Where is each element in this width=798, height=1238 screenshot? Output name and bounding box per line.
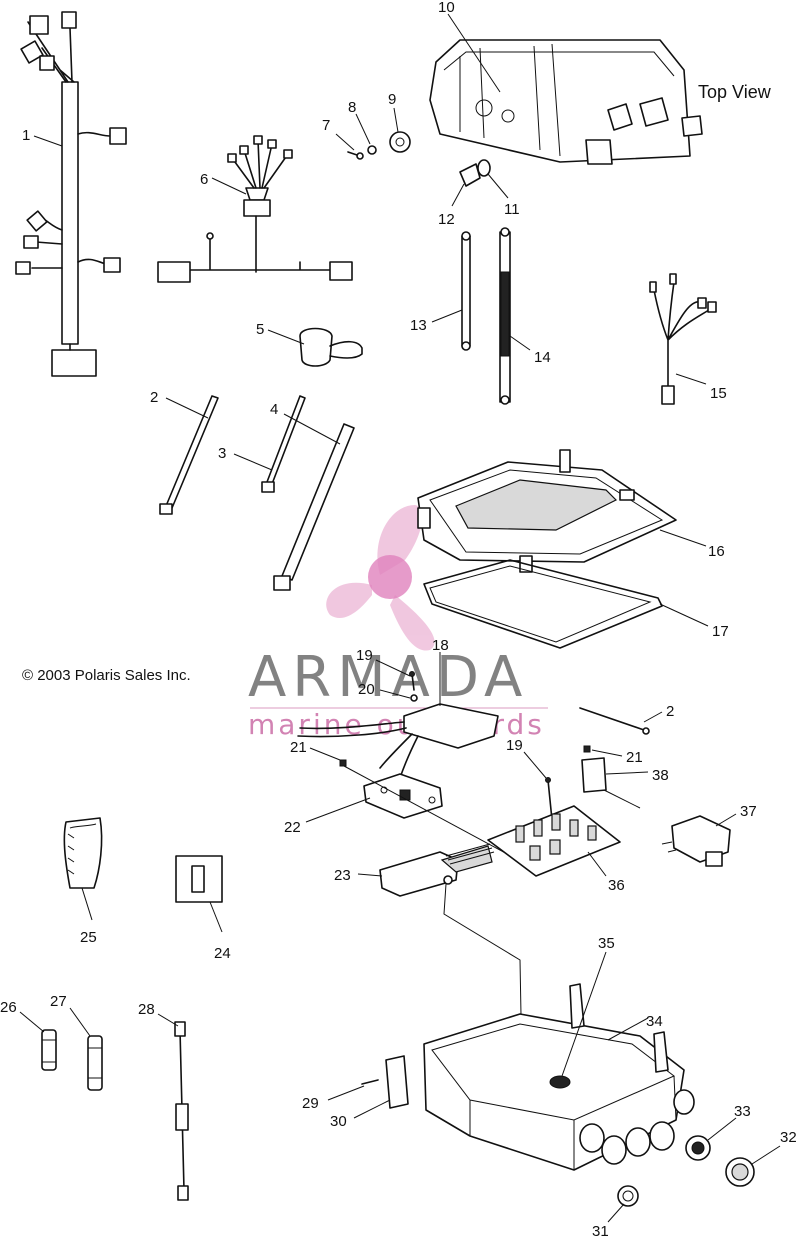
part-3-cable-tie	[261, 395, 306, 493]
part-32-cap	[725, 1157, 755, 1187]
part-19-screw-upper	[409, 671, 415, 691]
callout-24: 24	[214, 945, 231, 962]
watermark-brand: ARMADA	[248, 645, 528, 710]
part-13-rod	[461, 231, 471, 351]
part-2-cable-tie-lower	[579, 707, 650, 735]
callout-10: 10	[438, 0, 455, 16]
callout-32: 32	[780, 1129, 797, 1146]
part-15-pigtail-harness	[649, 273, 717, 405]
callout-8: 8	[348, 99, 356, 116]
callout-15: 15	[710, 385, 727, 402]
callout-27: 27	[50, 993, 67, 1010]
watermark-tagline: marine outboards	[248, 708, 545, 741]
callout-30: 30	[330, 1113, 347, 1130]
callout-21-left: 21	[290, 739, 307, 756]
callout-17: 17	[712, 623, 729, 640]
part-30-latch	[385, 1055, 409, 1109]
part-5-fuse-holder	[299, 327, 363, 367]
part-33-plug	[685, 1135, 711, 1161]
callout-19-upper: 19	[356, 647, 373, 664]
callout-36: 36	[608, 877, 625, 894]
part-21-nut-left	[339, 759, 347, 767]
part-6-sub-harness	[157, 135, 353, 283]
top-view-label: Top View	[698, 82, 772, 102]
part-7-screw	[347, 151, 364, 160]
callout-38: 38	[652, 767, 669, 784]
callout-28: 28	[138, 1001, 155, 1018]
callout-33: 33	[734, 1103, 751, 1120]
part-2-cable-tie	[159, 395, 219, 515]
callout-31: 31	[592, 1223, 609, 1238]
callout-14: 14	[534, 349, 551, 366]
callout-2-lower: 2	[666, 703, 674, 720]
part-34-box-base	[423, 983, 695, 1171]
part-24-label	[175, 855, 223, 903]
callout-29: 29	[302, 1095, 319, 1112]
callout-1: 1	[22, 127, 30, 144]
callout-21-right: 21	[626, 749, 643, 766]
part-22-bracket	[363, 773, 443, 819]
part-37-relay	[661, 815, 731, 867]
part-19-screw-lower	[545, 777, 553, 821]
callout-12: 12	[438, 211, 455, 228]
callout-3: 3	[218, 445, 226, 462]
callout-11: 11	[504, 201, 520, 218]
callout-13: 13	[410, 317, 427, 334]
part-28-fuse-lead	[174, 1021, 189, 1201]
callout-26: 26	[0, 999, 17, 1016]
part-25-bracket	[63, 817, 103, 889]
part-27-fuse	[87, 1035, 103, 1091]
part-31-plug	[617, 1185, 639, 1207]
callout-34: 34	[646, 1013, 663, 1030]
part-17-gasket	[423, 559, 663, 649]
part-35-drain-plug	[549, 1075, 571, 1089]
callout-5: 5	[256, 321, 264, 338]
part-4-cable-tie	[273, 423, 355, 591]
callout-18: 18	[432, 637, 449, 654]
callout-19-lower: 19	[506, 737, 523, 754]
part-12-cap	[459, 163, 481, 187]
callout-20: 20	[358, 681, 375, 698]
part-36-circuit-board	[487, 805, 621, 877]
part-23-control-module	[379, 843, 495, 897]
part-8-washer	[367, 145, 377, 155]
part-26-fuse	[41, 1029, 57, 1071]
part-11-o-ring	[477, 159, 491, 177]
callout-7: 7	[322, 117, 330, 134]
callout-9: 9	[388, 91, 396, 108]
callout-23: 23	[334, 867, 351, 884]
callout-22: 22	[284, 819, 301, 836]
part-1-main-harness	[15, 11, 127, 377]
part-29-pin	[361, 1079, 379, 1085]
watermark: ARMADA marine outboards	[248, 505, 548, 741]
part-21-nut-right	[583, 745, 591, 753]
callout-37: 37	[740, 803, 757, 820]
callout-4: 4	[270, 401, 278, 418]
copyright-notice: © 2003 Polaris Sales Inc.	[22, 667, 191, 684]
callout-2-top: 2	[150, 389, 158, 406]
part-16-box-cover	[417, 449, 677, 573]
callout-35: 35	[598, 935, 615, 952]
part-10-box-top-view	[429, 39, 703, 165]
part-38-clip	[581, 757, 607, 793]
part-14-rod	[499, 227, 511, 405]
part-20-washer	[410, 694, 418, 702]
callout-25: 25	[80, 929, 97, 946]
callout-6: 6	[200, 171, 208, 188]
part-9-grommet	[389, 131, 411, 153]
callout-16: 16	[708, 543, 725, 560]
propeller-hub-icon	[368, 555, 412, 599]
